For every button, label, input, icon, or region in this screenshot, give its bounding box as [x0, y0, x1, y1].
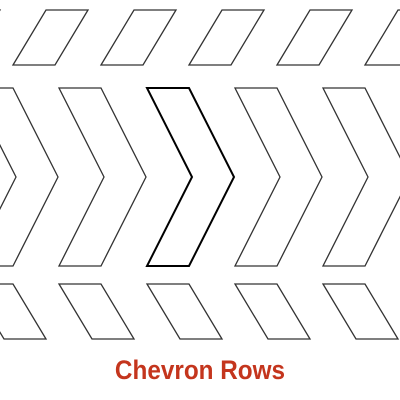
chevron [321, 87, 400, 267]
top-parallelogram-row [0, 9, 400, 66]
chevron [233, 87, 323, 267]
top-parallelogram [187, 9, 266, 66]
bottom-parallelogram [321, 283, 400, 340]
top-parallelogram [11, 9, 90, 66]
top-parallelogram [275, 9, 354, 66]
bottom-parallelogram [0, 283, 48, 340]
bottom-parallelogram [233, 283, 312, 340]
top-parallelogram [363, 9, 400, 66]
chevron [57, 87, 147, 267]
bottom-parallelogram [57, 283, 136, 340]
pattern-caption: Chevron Rows [114, 355, 286, 385]
chevron [145, 87, 236, 267]
middle-chevron-row [0, 87, 400, 267]
bottom-parallelogram-row [0, 283, 400, 340]
bottom-parallelogram [145, 283, 224, 340]
chevron [0, 87, 59, 267]
top-parallelogram [99, 9, 178, 66]
